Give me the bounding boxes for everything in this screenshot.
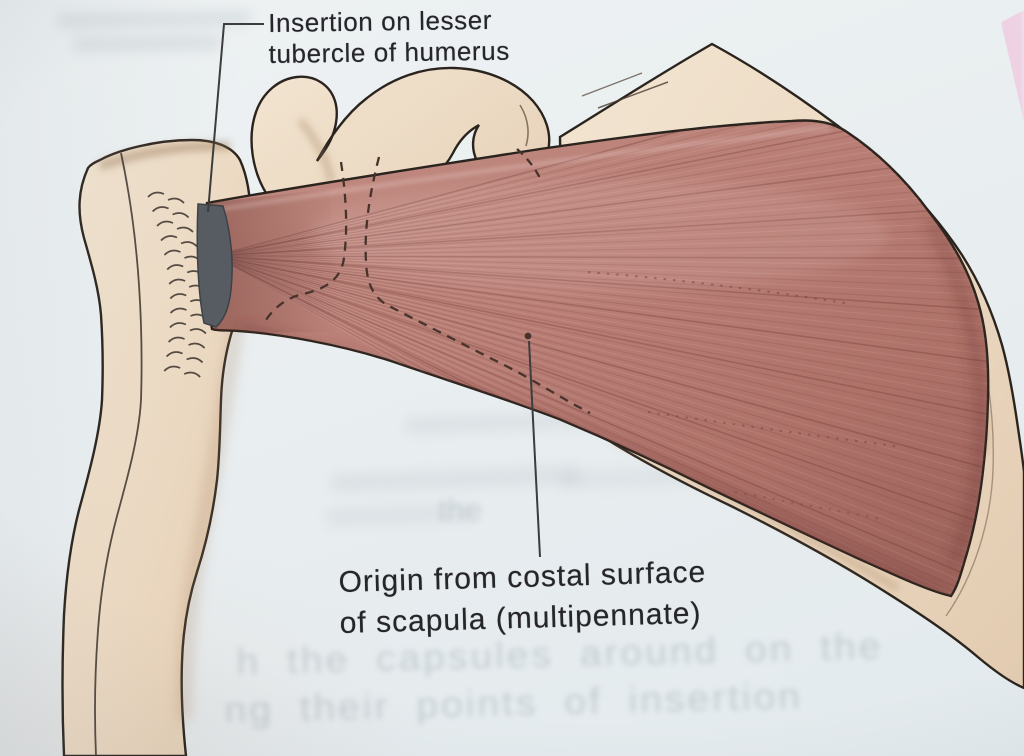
origin-label: Origin from costal surface of scapula (m…	[338, 552, 708, 644]
origin-anchor-dot	[524, 332, 532, 340]
insertion-leader-line	[207, 23, 264, 213]
tendon-insertion-patch	[196, 203, 233, 328]
humerus-head-shading	[98, 141, 231, 170]
coracoid-crease	[519, 104, 529, 147]
leader-lines	[207, 23, 541, 558]
dashed-hidden-outline-left	[261, 161, 348, 326]
pennate-dotted-row	[734, 491, 883, 520]
humerus-inner-contour	[94, 152, 143, 756]
origin-leader-line	[528, 340, 541, 558]
scapula-apex-crease	[581, 72, 643, 97]
insertion-label-line1: Insertion on lesser	[268, 4, 493, 38]
bleed-through-text: the	[438, 492, 483, 528]
bicipital-groove-hatching	[147, 191, 208, 378]
dashed-hidden-outline-top	[516, 148, 543, 181]
dashed-hidden-outline-right	[364, 156, 591, 415]
coracoid-shading	[297, 118, 334, 183]
insertion-label: Insertion on lesser tubercle of humerus	[268, 5, 510, 70]
humerus-shaft-shading	[179, 299, 245, 721]
insertion-label-line2: tubercle of humerus	[268, 35, 511, 69]
scapula-apex-crease	[597, 81, 669, 109]
